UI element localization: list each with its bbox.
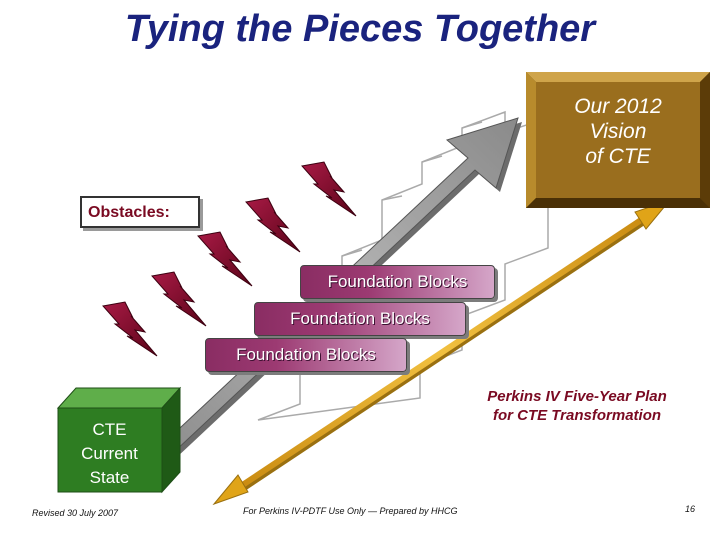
foundation-block-bottom: Foundation Blocks — [205, 338, 407, 372]
vision-label: Our 2012 Vision of CTE — [548, 94, 688, 169]
plan-line: Perkins IV Five-Year Plan — [487, 388, 667, 405]
plan-label: Perkins IV Five-Year Plan for CTE Transf… — [452, 387, 702, 425]
vision-line: of CTE — [585, 145, 651, 168]
cte-line: State — [89, 468, 130, 487]
obstacles-label: Obstacles: — [80, 196, 200, 228]
lightning-icon — [197, 231, 253, 287]
cte-box — [56, 386, 182, 494]
lightning-icon — [301, 161, 357, 217]
vision-box — [526, 72, 710, 208]
cte-line: CTE — [92, 420, 127, 439]
vision-line: Vision — [589, 120, 647, 143]
lightning-bolts — [102, 161, 357, 357]
cte-current-state-label: CTE Current State — [62, 418, 157, 490]
lightning-icon — [245, 197, 301, 253]
foundation-block-top: Foundation Blocks — [300, 265, 495, 299]
lightning-icon — [151, 271, 207, 327]
vision-line: Our 2012 — [574, 95, 662, 118]
foundation-block-middle: Foundation Blocks — [254, 302, 466, 336]
page-number: 16 — [685, 504, 696, 514]
cte-line: Current — [81, 444, 138, 463]
footer-usage-note: For Perkins IV-PDTF Use Only — Prepared … — [243, 506, 458, 516]
plan-line: for CTE Transformation — [492, 407, 662, 424]
lightning-icon — [102, 301, 158, 357]
page-title: Tying the Pieces Together — [124, 8, 596, 50]
footer-revision-date: Revised 30 July 2007 — [32, 508, 119, 518]
